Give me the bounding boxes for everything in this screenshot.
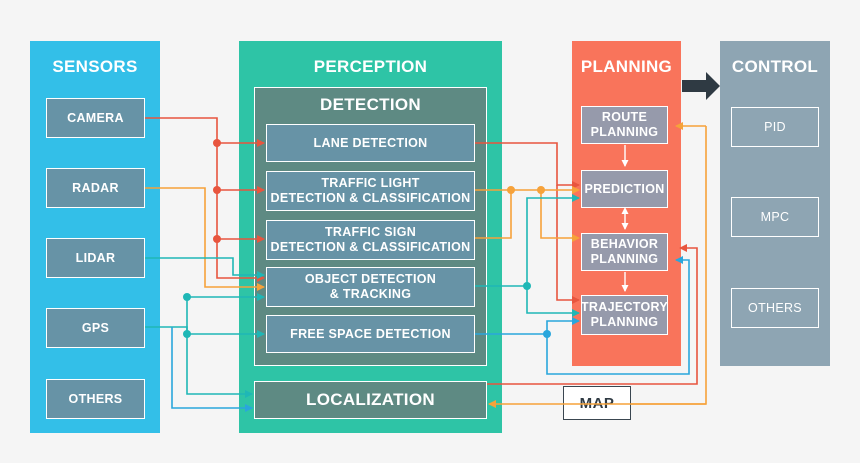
object-detection-tracking: OBJECT DETECTION & TRACKING: [266, 267, 475, 307]
free-space-detection: FREE SPACE DETECTION: [266, 315, 475, 353]
route-planning: ROUTE PLANNING: [581, 106, 668, 144]
freespace-to-planning-wires: [475, 256, 690, 375]
gps-wires: [145, 326, 265, 412]
radar-wires: [145, 187, 265, 291]
camera-wires: [145, 117, 265, 282]
detection-title: DETECTION: [320, 95, 421, 114]
traffic-sign-detection: TRAFFIC SIGN DETECTION & CLASSIFICATION: [266, 220, 475, 260]
perception-title: PERCEPTION: [313, 57, 428, 76]
planning-to-control-arrow: [682, 72, 720, 100]
planning-title: PLANNING: [580, 57, 673, 76]
traffic-light-detection: TRAFFIC LIGHT DETECTION & CLASSIFICATION: [266, 171, 475, 211]
sensors-title: SENSORS: [52, 57, 138, 76]
control-mpc: MPC: [731, 197, 819, 237]
localization-node: LOCALIZATION: [254, 381, 487, 419]
control-pid: PID: [731, 107, 819, 147]
traffic-to-planning-wires: [475, 122, 707, 408]
trajectory-planning: TRAJECTORY PLANNING: [581, 295, 668, 335]
lane-to-planning-wires: [475, 142, 698, 385]
control-others: OTHERS: [731, 288, 819, 328]
map-node: MAP: [563, 386, 631, 420]
sensor-lidar: LIDAR: [46, 238, 145, 278]
object-to-planning-wires: [475, 194, 580, 317]
sensor-gps: GPS: [46, 308, 145, 348]
sensor-camera: CAMERA: [46, 98, 145, 138]
prediction: PREDICTION: [581, 170, 668, 208]
lane-detection: LANE DETECTION: [266, 124, 475, 162]
control-title: CONTROL: [731, 57, 819, 76]
behavior-planning: BEHAVIOR PLANNING: [581, 233, 668, 271]
sensor-others: OTHERS: [46, 379, 145, 419]
sensor-radar: RADAR: [46, 168, 145, 208]
junction-dots: [183, 139, 551, 338]
